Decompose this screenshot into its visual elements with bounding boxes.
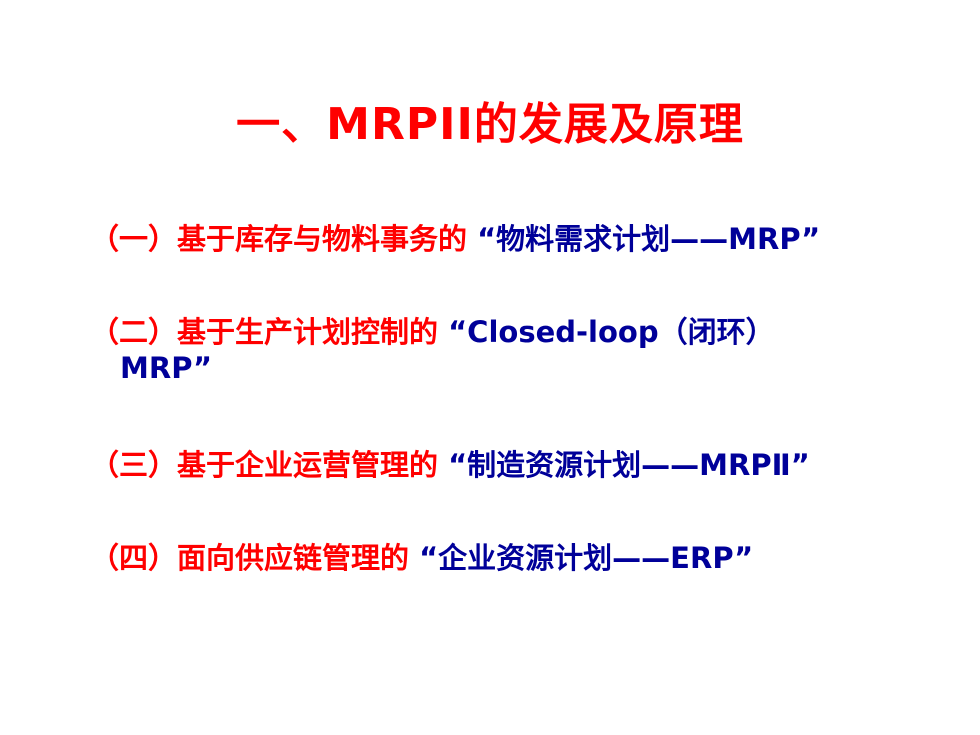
item-quote: “企业资源计划——ERP” <box>419 541 754 575</box>
slide-title: 一、MRPII的发展及原理 <box>236 99 744 150</box>
list-item: （四）面向供应链管理的 “企业资源计划——ERP” <box>90 540 753 576</box>
item-quote: “物料需求计划——MRP” <box>477 222 821 256</box>
item-prefix: （三）基于企业运营管理的 <box>90 448 439 482</box>
item-quote: “制造资源计划——MRPⅡ” <box>448 448 810 482</box>
list-item: （一）基于库存与物料事务的 “物料需求计划——MRP” <box>90 221 820 257</box>
item-prefix: （一）基于库存与物料事务的 <box>90 222 468 256</box>
item-prefix: （二）基于生产计划控制的 <box>90 315 439 349</box>
list-item: （二）基于生产计划控制的 “Closed-loop（闭环） MRP” <box>90 314 775 386</box>
item-quote: “Closed-loop（闭环） <box>448 315 775 349</box>
item-quote-continuation: MRP” <box>120 351 213 385</box>
list-item: （三）基于企业运营管理的 “制造资源计划——MRPⅡ” <box>90 447 810 483</box>
item-prefix: （四）面向供应链管理的 <box>90 541 410 575</box>
